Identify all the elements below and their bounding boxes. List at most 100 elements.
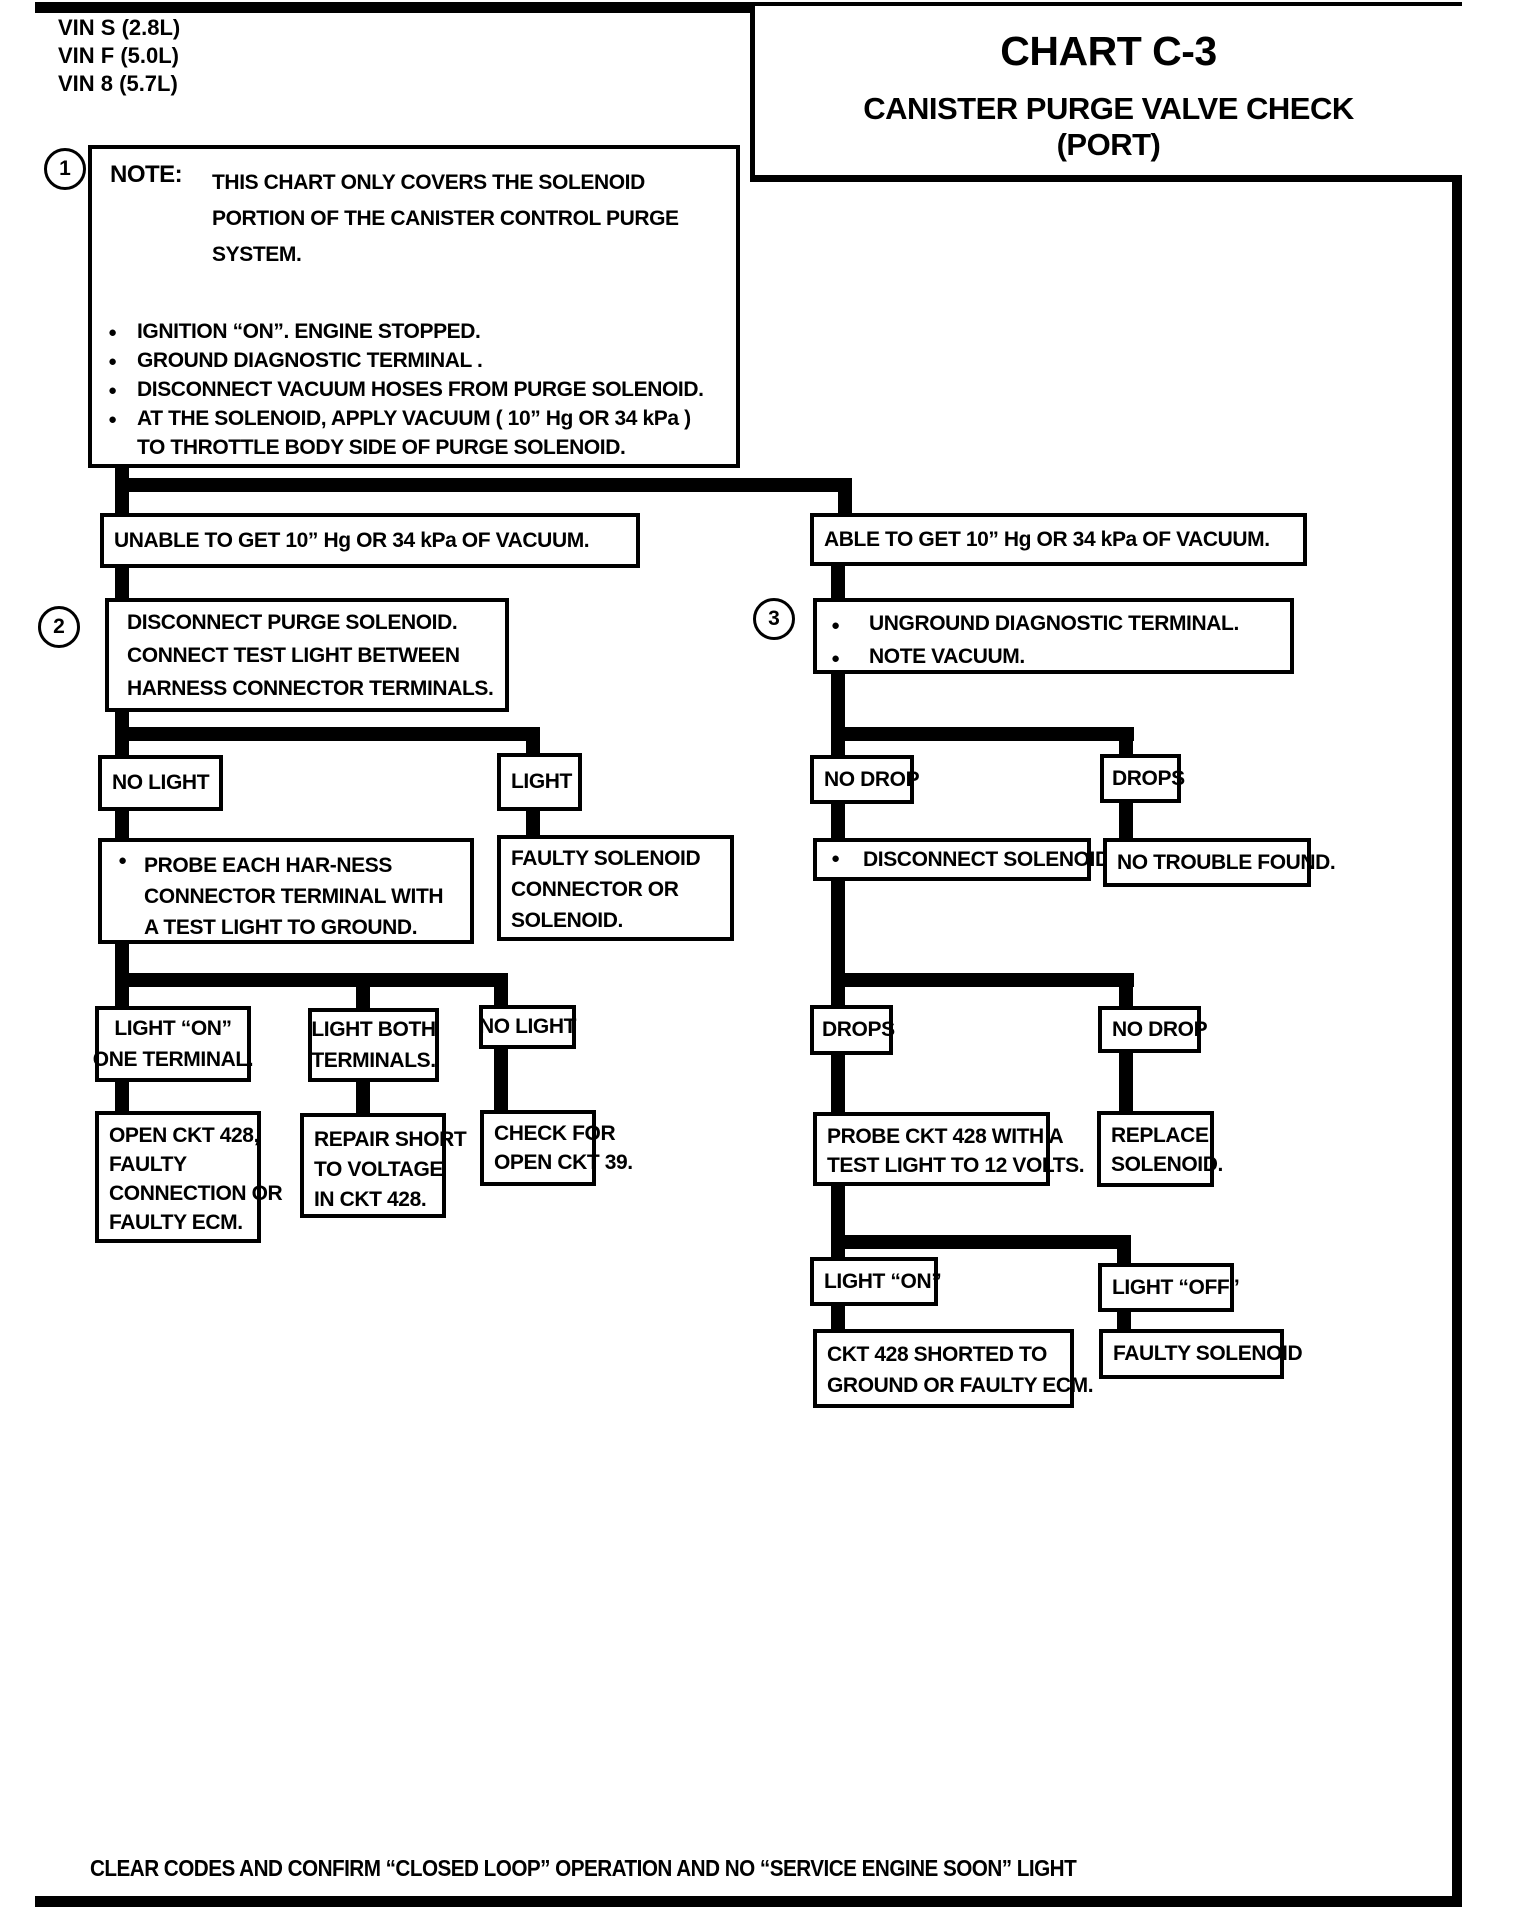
flow-box-line: FAULTY ECM. bbox=[109, 1211, 243, 1234]
connector-line bbox=[831, 669, 845, 759]
connector-line bbox=[1119, 973, 1133, 1010]
flow-box-line: CONNECT TEST LIGHT BETWEEN bbox=[127, 644, 460, 667]
flow-box-label: LIGHT “OFF” bbox=[1112, 1275, 1240, 1299]
flow-box-able-vacuum: ABLE TO GET 10” Hg OR 34 kPa OF VACUUM. bbox=[810, 513, 1307, 566]
flow-box-line: OPEN CKT 39. bbox=[494, 1151, 633, 1174]
flow-box-label: ABLE TO GET 10” Hg OR 34 kPa OF VACUUM. bbox=[824, 527, 1270, 551]
vin-label: VIN F (5.0L) bbox=[58, 43, 180, 68]
flow-box-label: NO LIGHT bbox=[478, 1015, 577, 1038]
flow-box-label: DROPS bbox=[822, 1018, 895, 1041]
note-bullet-item: IGNITION “ON”. ENGINE STOPPED. bbox=[108, 317, 704, 347]
flow-box-label: NO TROUBLE FOUND. bbox=[1117, 850, 1336, 874]
flow-box-line: CONNECTOR TERMINAL WITH bbox=[144, 885, 444, 908]
flow-box-repair-short: REPAIR SHORT TO VOLTAGE IN CKT 428. bbox=[300, 1113, 467, 1218]
page-bottom-border bbox=[35, 1896, 1462, 1907]
connector-line bbox=[356, 1077, 370, 1119]
connector-line bbox=[526, 806, 540, 839]
connector-line bbox=[831, 1235, 1131, 1249]
vin-label: VIN 8 (5.7L) bbox=[58, 71, 178, 96]
callout-2: 2 bbox=[38, 606, 80, 648]
flow-box-line: OPEN CKT 428, bbox=[109, 1124, 260, 1147]
flow-box-probe-harness: PROBE EACH HAR-NESS CONNECTOR TERMINAL W… bbox=[98, 838, 474, 944]
connector-line bbox=[831, 973, 1134, 987]
note-bullet-list: IGNITION “ON”. ENGINE STOPPED. GROUND DI… bbox=[108, 317, 704, 462]
flow-box-label: UNABLE TO GET 10” Hg OR 34 kPa OF VACUUM… bbox=[114, 528, 590, 552]
flow-box-line: GROUND OR FAULTY ECM. bbox=[827, 1374, 1094, 1397]
note-bullet-item: GROUND DIAGNOSTIC TERMINAL . bbox=[108, 346, 704, 376]
flow-box-line: FAULTY bbox=[109, 1153, 187, 1176]
title-box: CHART C-3 CANISTER PURGE VALVE CHECK (PO… bbox=[750, 2, 1462, 182]
flow-box-line: SOLENOID. bbox=[511, 909, 623, 932]
flow-box-unground-terminal: UNGROUND DIAGNOSTIC TERMINAL. NOTE VACUU… bbox=[813, 598, 1294, 675]
connector-line bbox=[115, 564, 129, 604]
vin-label: VIN S (2.8L) bbox=[58, 15, 181, 40]
connector-line bbox=[1117, 1235, 1131, 1267]
flow-box-no-drop-2: NO DROP bbox=[1098, 1006, 1208, 1053]
connector-line bbox=[838, 478, 852, 518]
flow-box-unable-vacuum: UNABLE TO GET 10” Hg OR 34 kPa OF VACUUM… bbox=[100, 513, 640, 568]
flow-box-ckt-428-shorted: CKT 428 SHORTED TO GROUND OR FAULTY ECM. bbox=[813, 1329, 1094, 1408]
footer-instruction: CLEAR CODES AND CONFIRM “CLOSED LOOP” OP… bbox=[90, 1855, 1077, 1881]
flow-box-no-trouble-found: NO TROUBLE FOUND. bbox=[1103, 838, 1336, 887]
flow-box-probe-ckt-428: PROBE CKT 428 WITH A TEST LIGHT TO 12 VO… bbox=[813, 1112, 1085, 1186]
flow-box-label: LIGHT “ON” bbox=[824, 1269, 942, 1293]
flow-box-line: TEST LIGHT TO 12 VOLTS. bbox=[827, 1154, 1085, 1177]
flow-box-line: A TEST LIGHT TO GROUND. bbox=[144, 916, 418, 939]
flow-box-line: PROBE EACH HAR-NESS bbox=[144, 854, 392, 877]
note-line: SYSTEM. bbox=[212, 243, 302, 266]
flow-box-line: HARNESS CONNECTOR TERMINALS. bbox=[127, 677, 494, 700]
flow-box-line: DISCONNECT PURGE SOLENOID. bbox=[127, 611, 458, 634]
note-bullet-item: DISCONNECT VACUUM HOSES FROM PURGE SOLEN… bbox=[108, 375, 704, 405]
page-right-border bbox=[1452, 2, 1462, 1907]
flow-box-line: CKT 428 SHORTED TO bbox=[827, 1343, 1047, 1366]
connector-line bbox=[831, 799, 845, 842]
connector-line bbox=[494, 1044, 508, 1114]
flow-box-label: DROPS bbox=[1112, 766, 1185, 790]
flow-box-line: LIGHT BOTH bbox=[311, 1018, 436, 1041]
flow-box-light-both-terminals: LIGHT BOTH TERMINALS. bbox=[308, 1008, 439, 1082]
flow-box-line: REPAIR SHORT bbox=[314, 1128, 467, 1151]
note-bullet-continuation: TO THROTTLE BODY SIDE OF PURGE SOLENOID. bbox=[137, 436, 626, 459]
connector-line bbox=[115, 727, 540, 741]
flow-box-line: PROBE CKT 428 WITH A bbox=[827, 1125, 1064, 1148]
flow-box-disconnect-solenoid: DISCONNECT SOLENOID. bbox=[813, 838, 1116, 881]
flow-box-label: LIGHT bbox=[511, 770, 572, 793]
note-body: THIS CHART ONLY COVERS THE SOLENOID PORT… bbox=[212, 165, 679, 273]
flow-box-line: TERMINALS. bbox=[311, 1049, 436, 1072]
flow-box-faulty-solenoid: FAULTY SOLENOID bbox=[1099, 1329, 1303, 1379]
flow-box-label: NO LIGHT bbox=[112, 771, 210, 794]
flow-box-drops-1: DROPS bbox=[1100, 754, 1185, 803]
flow-box-line: CONNECTOR OR bbox=[511, 878, 679, 901]
connector-line bbox=[356, 973, 370, 1013]
callout-3: 3 bbox=[753, 598, 795, 640]
connector-line bbox=[1117, 1307, 1131, 1333]
flow-box-line: IN CKT 428. bbox=[314, 1188, 427, 1211]
flow-box-open-ckt-428: OPEN CKT 428, FAULTY CONNECTION OR FAULT… bbox=[95, 1111, 283, 1243]
flow-box-label: FAULTY SOLENOID bbox=[1113, 1342, 1303, 1365]
connector-line bbox=[831, 561, 845, 602]
flow-box-line: CHECK FOR bbox=[494, 1122, 616, 1145]
flow-box-disconnect-purge: DISCONNECT PURGE SOLENOID. CONNECT TEST … bbox=[105, 598, 509, 712]
callout-1-number: 1 bbox=[59, 157, 71, 180]
note-line: THIS CHART ONLY COVERS THE SOLENOID bbox=[212, 171, 645, 194]
flow-box-no-drop-1: NO DROP bbox=[810, 755, 920, 804]
connector-line bbox=[831, 1181, 845, 1261]
note-bullet-item: AT THE SOLENOID, APPLY VACUUM ( 10” Hg O… bbox=[108, 404, 704, 434]
flow-box-bullet: DISCONNECT SOLENOID. bbox=[827, 848, 1116, 872]
flow-box-faulty-connector: FAULTY SOLENOID CONNECTOR OR SOLENOID. bbox=[497, 835, 734, 941]
connector-line bbox=[526, 727, 540, 758]
vin-label-block: VIN S (2.8L) VIN F (5.0L) VIN 8 (5.7L) bbox=[58, 14, 180, 98]
flow-box-light-on-2: LIGHT “ON” bbox=[810, 1257, 942, 1306]
note-label: NOTE: bbox=[110, 161, 183, 188]
flow-box-line: REPLACE bbox=[1111, 1124, 1209, 1147]
flow-box-bullet: UNGROUND DIAGNOSTIC TERMINAL. bbox=[827, 607, 1280, 642]
flow-box-light-1: LIGHT bbox=[497, 753, 582, 811]
flow-box-replace-solenoid: REPLACE SOLENOID. bbox=[1097, 1111, 1223, 1187]
flow-box-line: ONE TERMINAL. bbox=[92, 1048, 254, 1071]
flow-box-line: SOLENOID. bbox=[1111, 1153, 1223, 1176]
flow-box-bullet: NOTE VACUUM. bbox=[827, 640, 1280, 675]
connector-line bbox=[1119, 727, 1133, 758]
page-top-border bbox=[35, 2, 895, 13]
flow-box-label: NO DROP bbox=[824, 767, 920, 791]
